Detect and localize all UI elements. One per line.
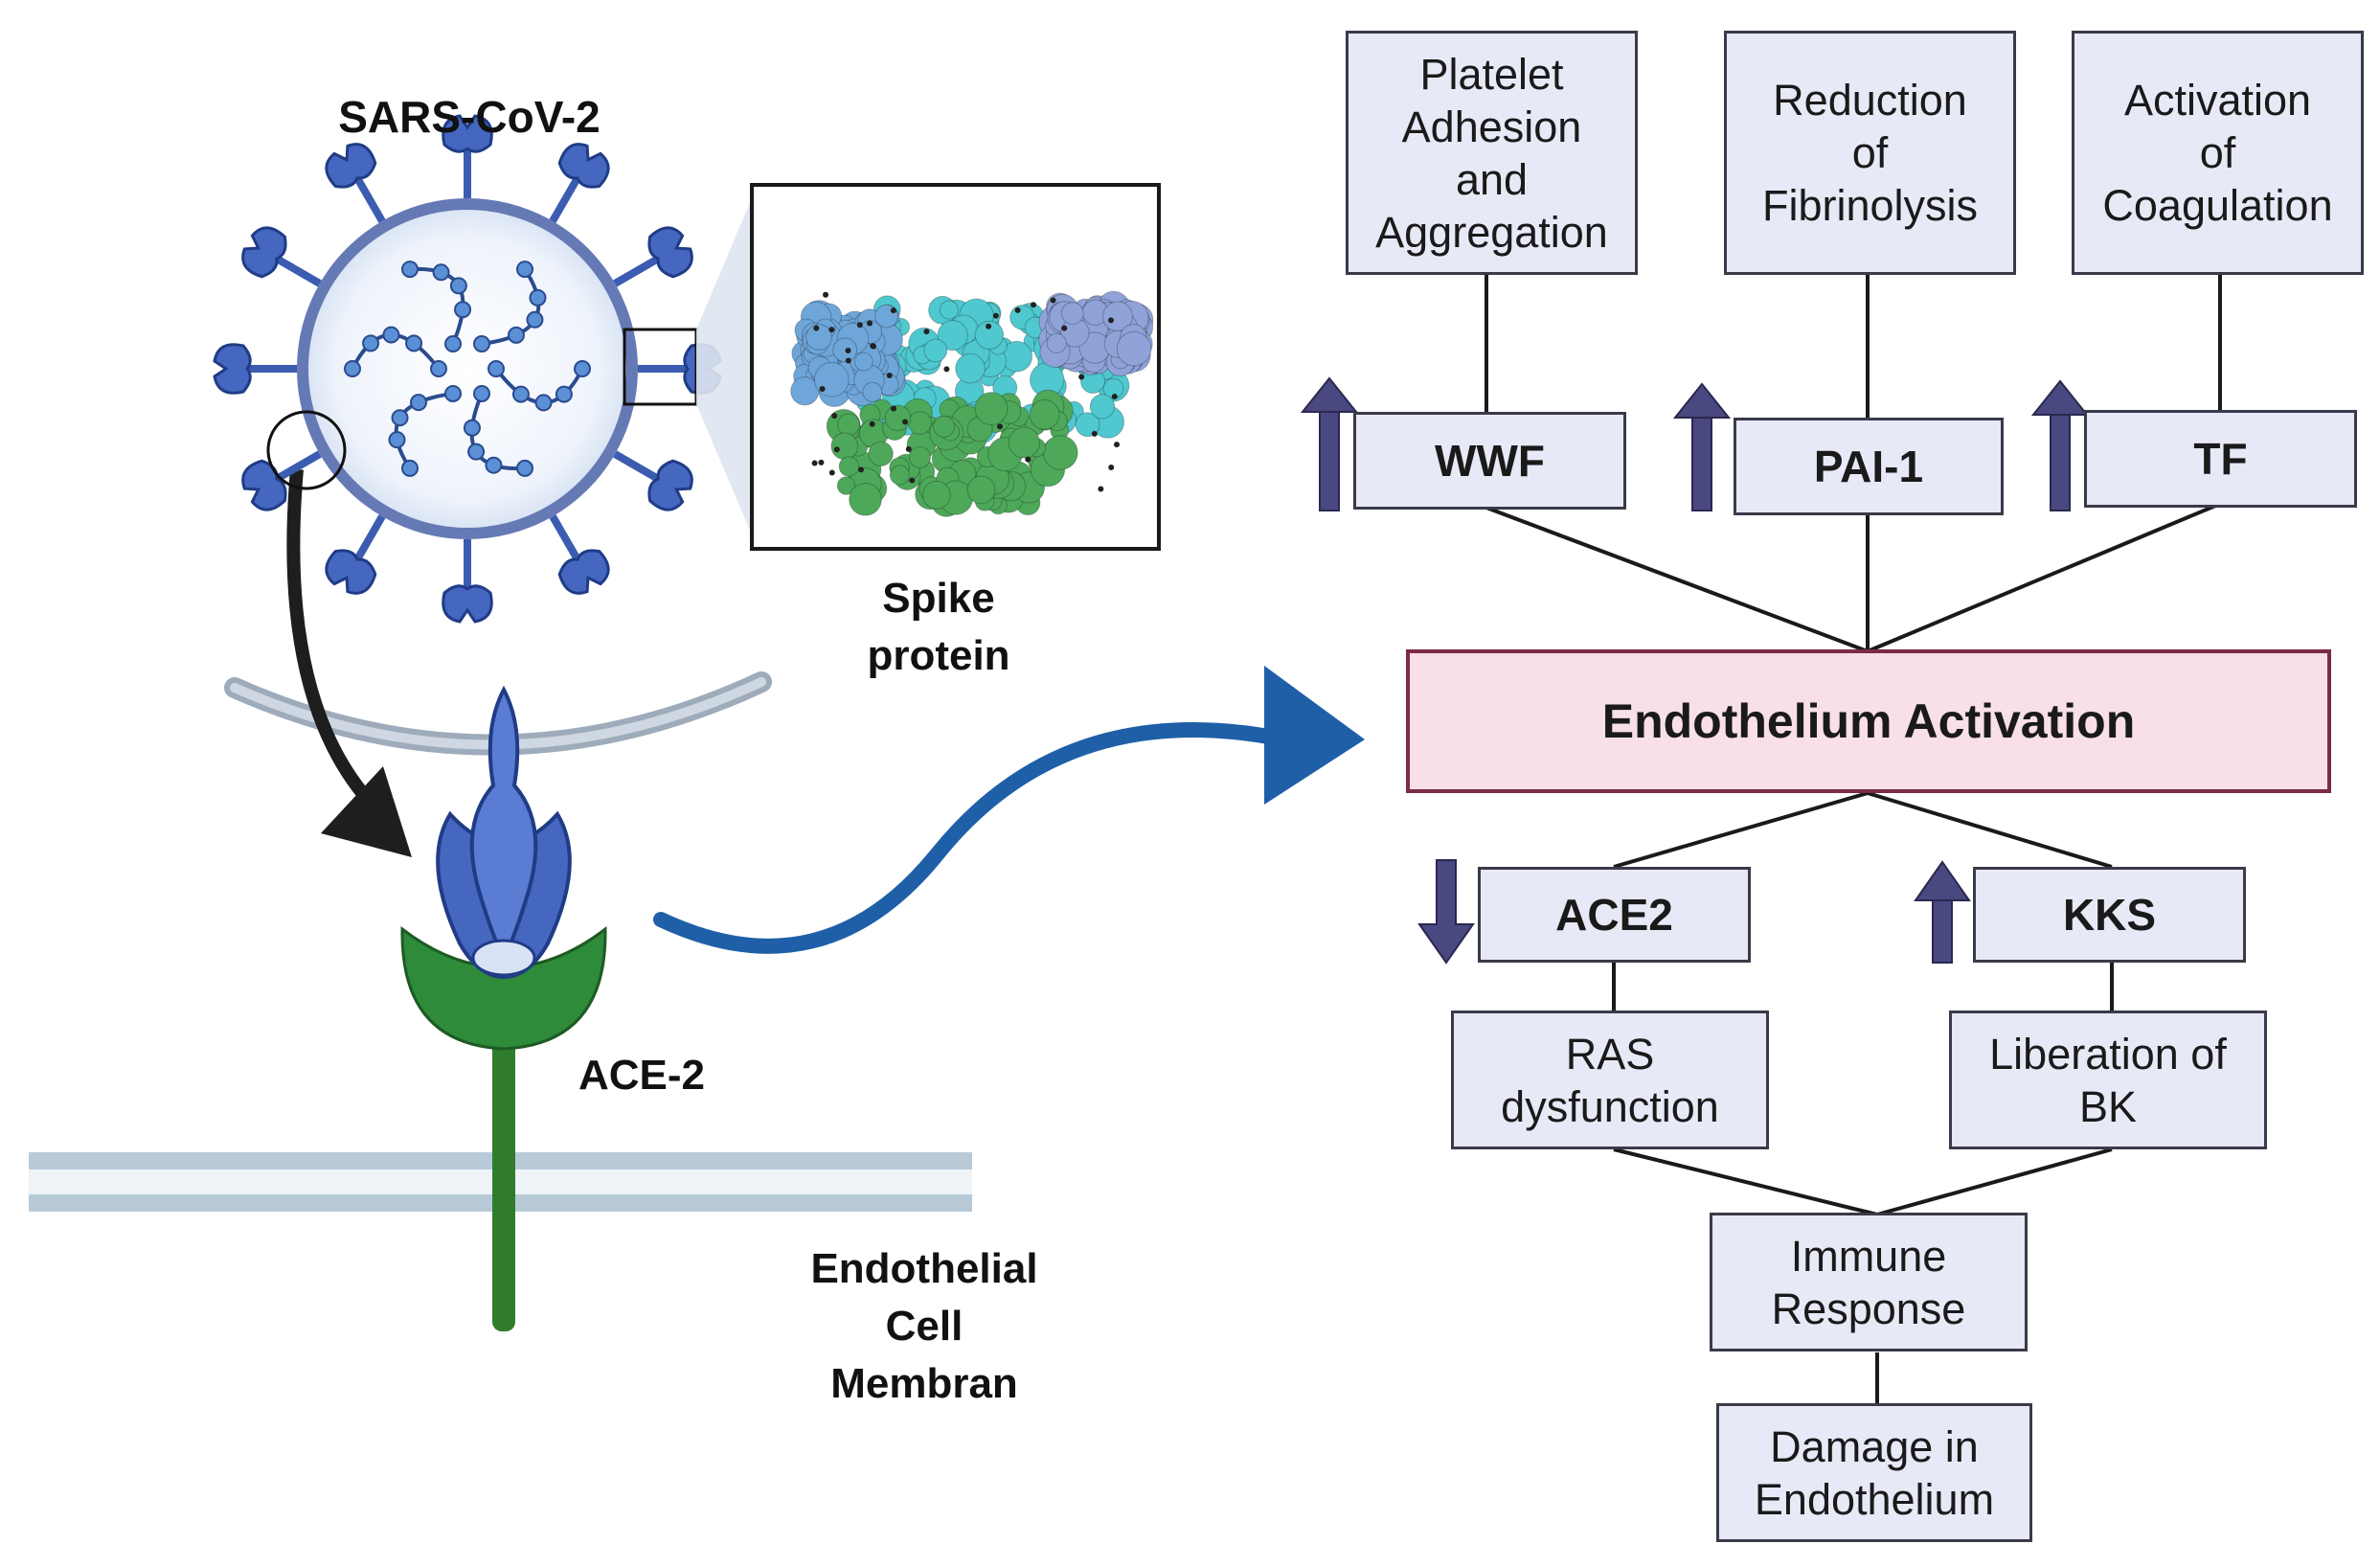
virus-particle-icon bbox=[213, 114, 722, 624]
pai1-box: PAI-1 bbox=[1734, 418, 2004, 515]
spike-circle-marker bbox=[266, 410, 347, 490]
virus-spike-icon bbox=[549, 143, 610, 223]
ace2-down-arrow-icon bbox=[1417, 859, 1475, 965]
kks-box: KKS bbox=[1973, 867, 2246, 963]
virus-spike-icon bbox=[613, 226, 693, 287]
flow-arrow bbox=[653, 722, 1281, 954]
virus-spike-icon bbox=[549, 514, 610, 595]
pai1-up-arrow-icon bbox=[1672, 382, 1732, 511]
membrane-label-2: Cell bbox=[885, 1303, 963, 1350]
virus-spike-icon bbox=[241, 226, 322, 287]
virus-label: SARS-CoV-2 bbox=[338, 92, 601, 142]
membrane-label-1: Endothelial bbox=[810, 1245, 1038, 1292]
ace2-label: ACE-2 bbox=[578, 1052, 706, 1099]
wwf-box: WWF bbox=[1353, 412, 1626, 510]
virus-spike-icon bbox=[325, 514, 386, 595]
kks-up-arrow-icon bbox=[1914, 860, 1971, 964]
tf-box: TF bbox=[2084, 410, 2357, 508]
ace2-box: ACE2 bbox=[1478, 867, 1751, 963]
wwf-up-arrow-icon bbox=[1300, 376, 1359, 511]
virus-spike-icon bbox=[442, 539, 493, 624]
bound-spike-icon bbox=[436, 685, 572, 980]
spike-protein-label-2: protein bbox=[867, 632, 1010, 679]
spike-protein-label-1: Spike bbox=[882, 575, 995, 622]
virus-spike-icon bbox=[442, 114, 493, 198]
virus-spike-icon bbox=[325, 143, 386, 223]
virus-spike-icon bbox=[613, 450, 693, 511]
zoom-wedge bbox=[696, 187, 757, 546]
virus-spike-icon bbox=[213, 343, 297, 395]
ace2-stalk bbox=[492, 1006, 515, 1331]
spike-protein-structure-icon bbox=[790, 290, 1154, 517]
membrane-label-3: Membran bbox=[830, 1360, 1018, 1407]
binding-arrow bbox=[286, 468, 370, 800]
endothelium-activation-box: Endothelium Activation bbox=[1406, 649, 2331, 793]
tf-up-arrow-icon bbox=[2030, 379, 2090, 511]
